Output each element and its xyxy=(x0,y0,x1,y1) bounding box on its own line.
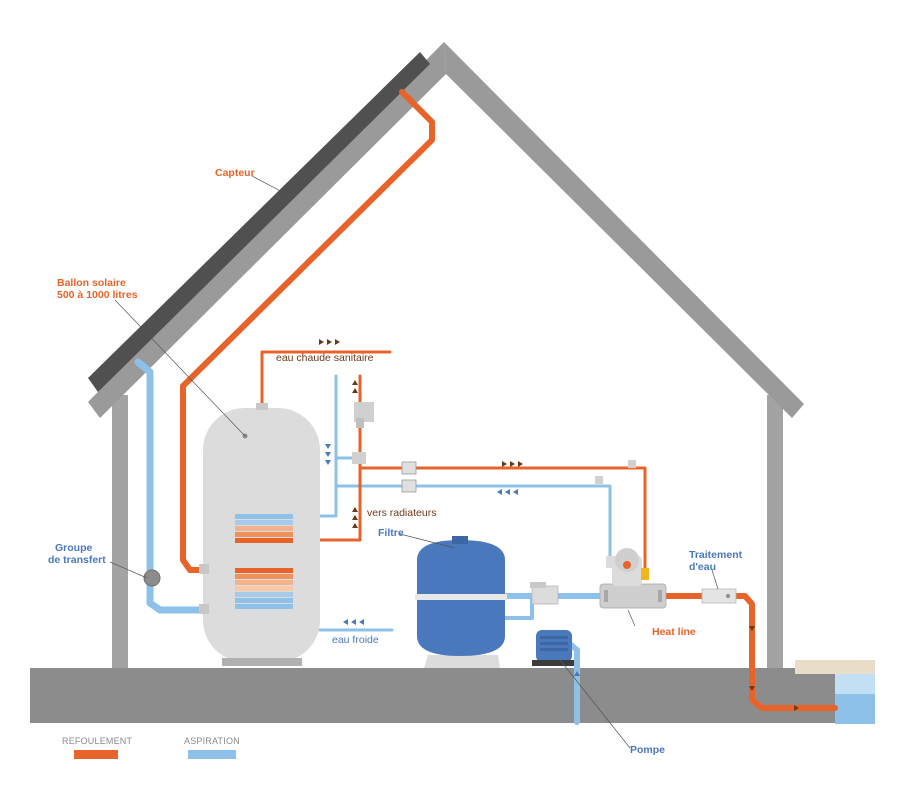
label-ballon-line2: 500 à 1000 litres xyxy=(57,289,138,301)
callout-lines xyxy=(109,175,719,749)
sand-filter xyxy=(415,536,507,668)
radiator-valves xyxy=(352,402,636,493)
label-vers-radiateurs: vers radiateurs xyxy=(367,507,437,519)
label-heat-line: Heat line xyxy=(652,626,696,638)
label-groupe-line1: Groupe xyxy=(55,542,93,554)
water-treatment-unit xyxy=(701,588,737,604)
solar-collector xyxy=(88,52,430,392)
ground-slab xyxy=(30,668,835,723)
label-eau-chaude: eau chaude sanitaire xyxy=(276,352,374,364)
label-traitement-line2: d'eau xyxy=(689,561,717,573)
heat-line-unit xyxy=(599,548,667,609)
label-ballon-line1: Ballon solaire xyxy=(57,277,126,289)
flow-arrows xyxy=(319,339,799,711)
label-pompe: Pompe xyxy=(630,744,666,756)
pool xyxy=(795,660,875,724)
transfer-group xyxy=(143,569,161,587)
filter-valve xyxy=(530,582,559,605)
label-eau-froide: eau froide xyxy=(332,634,379,646)
right-wall xyxy=(767,395,783,668)
legend-refoulement-swatch xyxy=(74,750,118,759)
roof xyxy=(88,42,804,418)
label-filtre: Filtre xyxy=(378,527,404,539)
label-capteur: Capteur xyxy=(215,167,255,179)
left-wall xyxy=(112,395,128,668)
pump xyxy=(532,630,574,666)
label-groupe-line2: de transfert xyxy=(48,554,106,566)
solar-tank xyxy=(199,403,320,666)
legend-aspiration-swatch xyxy=(188,750,236,759)
legend-refoulement-label: REFOULEMENT xyxy=(62,736,133,746)
legend-aspiration-label: ASPIRATION xyxy=(184,736,240,746)
label-traitement-line1: Traitement xyxy=(689,549,743,561)
